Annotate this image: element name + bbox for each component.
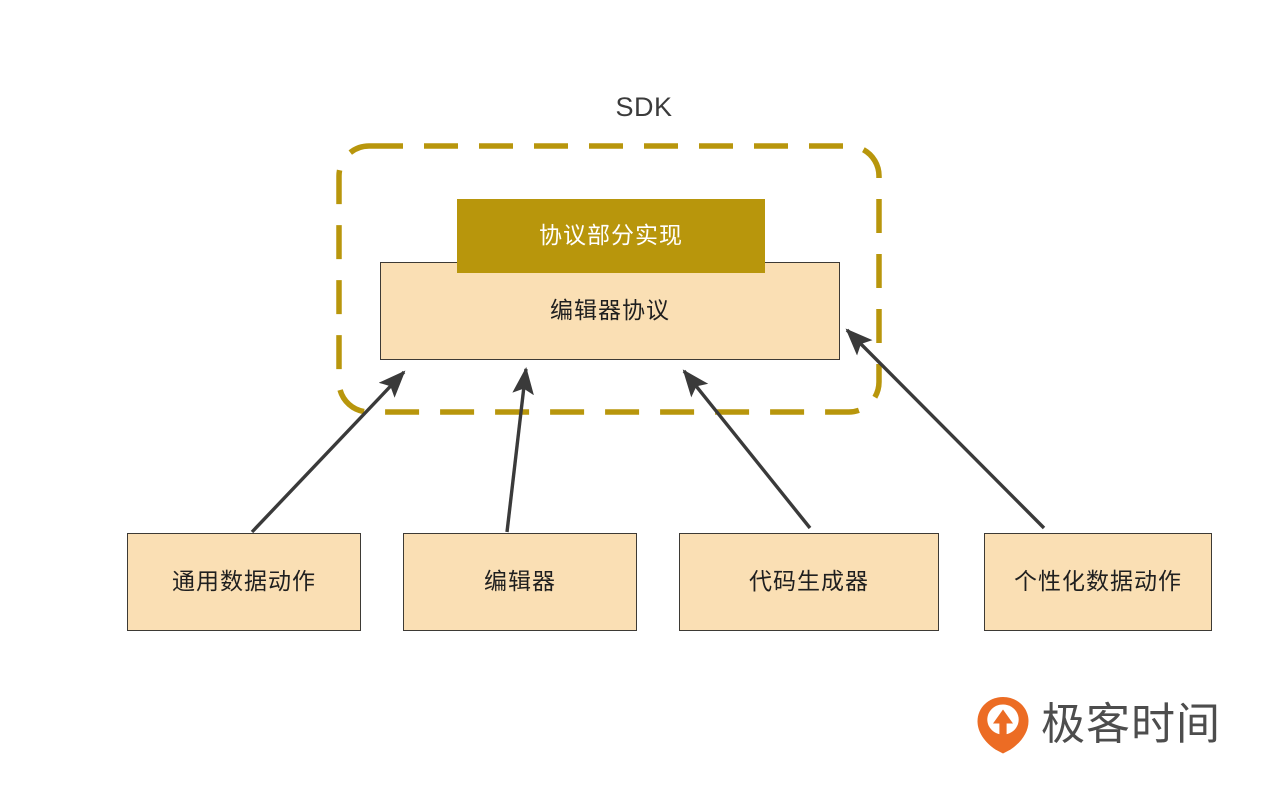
arrow-custom-data-action-to-protocol	[845, 328, 1046, 530]
arrow-editor-to-protocol	[505, 366, 534, 533]
node-editor-protocol[interactable]: 编辑器协议	[380, 262, 840, 360]
geektime-logo-icon	[977, 697, 1029, 754]
node-editor[interactable]: 编辑器	[403, 533, 637, 631]
arrow-common-data-action-to-protocol	[250, 370, 406, 534]
brand-logo: 极客时间	[975, 694, 1220, 756]
node-protocol-impl[interactable]: 协议部分实现	[457, 199, 765, 273]
brand-logo-text: 极客时间	[1041, 700, 1221, 749]
arrow-code-generator-to-protocol	[682, 369, 812, 530]
page-title: SDK	[615, 92, 673, 122]
node-custom-data-action[interactable]: 个性化数据动作	[984, 533, 1212, 631]
node-code-generator[interactable]: 代码生成器	[679, 533, 939, 631]
node-common-data-action[interactable]: 通用数据动作	[127, 533, 361, 631]
